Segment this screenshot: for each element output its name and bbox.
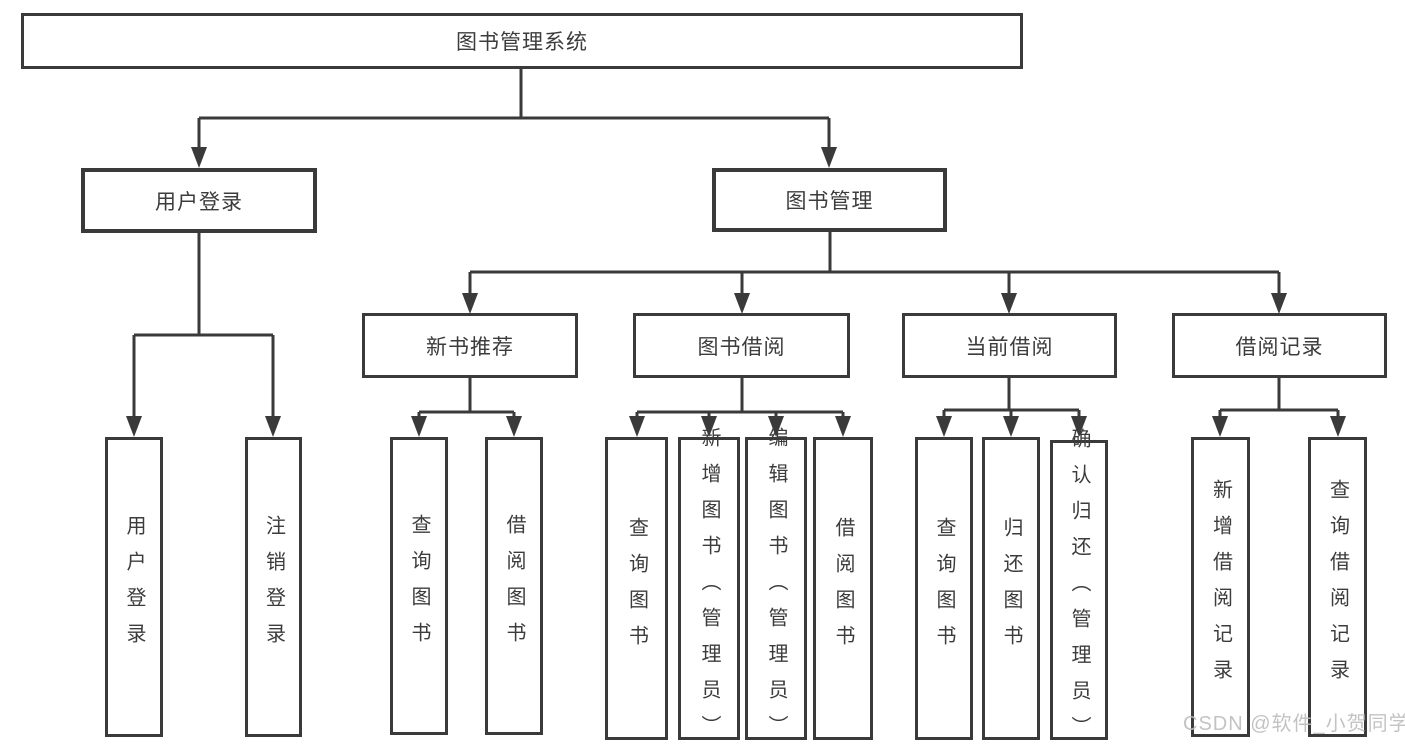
leaf-borrow-borrow-book: 借阅图书 xyxy=(813,437,873,740)
connector-userlogin-to-leaves xyxy=(126,233,281,437)
leaf-recommend-query-book: 查询图书 xyxy=(390,437,448,735)
node-label: 查询图书 xyxy=(625,516,648,661)
node-borrow-records: 借阅记录 xyxy=(1172,313,1387,378)
node-label: 图书管理 xyxy=(785,190,874,213)
arrowhead-icon xyxy=(265,416,281,437)
arrowhead-icon xyxy=(629,416,645,437)
node-label: 借阅图书 xyxy=(832,516,854,661)
connector-bookmgmt-to-level3 xyxy=(462,232,1287,314)
connector-recommend-to-leaves xyxy=(411,378,522,437)
arrowhead-icon xyxy=(126,416,142,437)
node-label: 查询图书 xyxy=(408,514,430,658)
node-book-borrow: 图书借阅 xyxy=(633,313,850,378)
arrowhead-icon xyxy=(506,416,522,437)
node-label: 借阅图书 xyxy=(503,514,525,658)
arrowhead-icon xyxy=(1212,416,1228,437)
arrowhead-icon xyxy=(462,293,478,314)
arrowhead-icon xyxy=(936,416,952,437)
connector-records-to-leaves xyxy=(1212,378,1346,437)
arrowhead-icon xyxy=(1271,293,1287,314)
node-label: 用户登录 xyxy=(155,190,243,214)
connector-current-to-leaves xyxy=(936,378,1087,437)
csdn-watermark: CSDN @软件_小贺同学 xyxy=(1183,713,1405,735)
node-label: 图书借阅 xyxy=(697,335,786,359)
leaf-current-query-book: 查询图书 xyxy=(915,437,973,740)
node-label: 查询借阅记录 xyxy=(1326,479,1349,695)
connector-root-to-level2 xyxy=(191,69,837,168)
node-label: 编辑图书（管理员） xyxy=(765,426,787,747)
node-new-book-recommend: 新书推荐 xyxy=(362,313,578,378)
node-current-borrow: 当前借阅 xyxy=(902,313,1117,378)
node-label: 新增借阅记录 xyxy=(1209,479,1232,695)
node-label: 图书管理系统 xyxy=(456,31,588,54)
node-label: 查询图书 xyxy=(933,516,955,661)
leaf-records-query-record: 查询借阅记录 xyxy=(1308,437,1367,737)
node-label: 当前借阅 xyxy=(965,335,1054,359)
arrowhead-icon xyxy=(821,147,837,168)
node-book-management: 图书管理 xyxy=(712,168,947,232)
node-label: 新增图书（管理员） xyxy=(698,426,720,747)
arrowhead-icon xyxy=(191,147,207,168)
arrowhead-icon xyxy=(1001,293,1017,314)
arrowhead-icon xyxy=(734,293,750,314)
node-root-system: 图书管理系统 xyxy=(21,13,1023,69)
leaf-user-login: 用户登录 xyxy=(105,437,163,737)
arrowhead-icon xyxy=(835,416,851,437)
node-label: 归还图书 xyxy=(1000,516,1022,661)
leaf-recommend-borrow-book: 借阅图书 xyxy=(485,437,543,735)
node-label: 用户登录 xyxy=(123,515,145,659)
leaf-current-confirm-return-admin: 确认归还（管理员） xyxy=(1050,428,1108,747)
arrowhead-icon xyxy=(1330,416,1346,437)
node-label: 确认归还（管理员） xyxy=(1068,428,1090,747)
connector-borrow-to-leaves xyxy=(629,378,851,437)
leaf-current-return-book: 归还图书 xyxy=(982,437,1040,740)
node-label: 借阅记录 xyxy=(1235,335,1324,359)
arrowhead-icon xyxy=(411,416,427,437)
leaf-logout: 注销登录 xyxy=(245,437,302,737)
leaf-records-add-record: 新增借阅记录 xyxy=(1191,437,1250,737)
node-label: 注销登录 xyxy=(262,515,285,659)
node-label: 新书推荐 xyxy=(426,335,514,359)
arrowhead-icon xyxy=(1003,416,1019,437)
node-user-login: 用户登录 xyxy=(81,168,317,233)
leaf-borrow-edit-book-admin: 编辑图书（管理员） xyxy=(745,427,807,747)
leaf-borrow-query-book: 查询图书 xyxy=(605,437,668,740)
leaf-borrow-add-book-admin: 新增图书（管理员） xyxy=(678,427,740,747)
